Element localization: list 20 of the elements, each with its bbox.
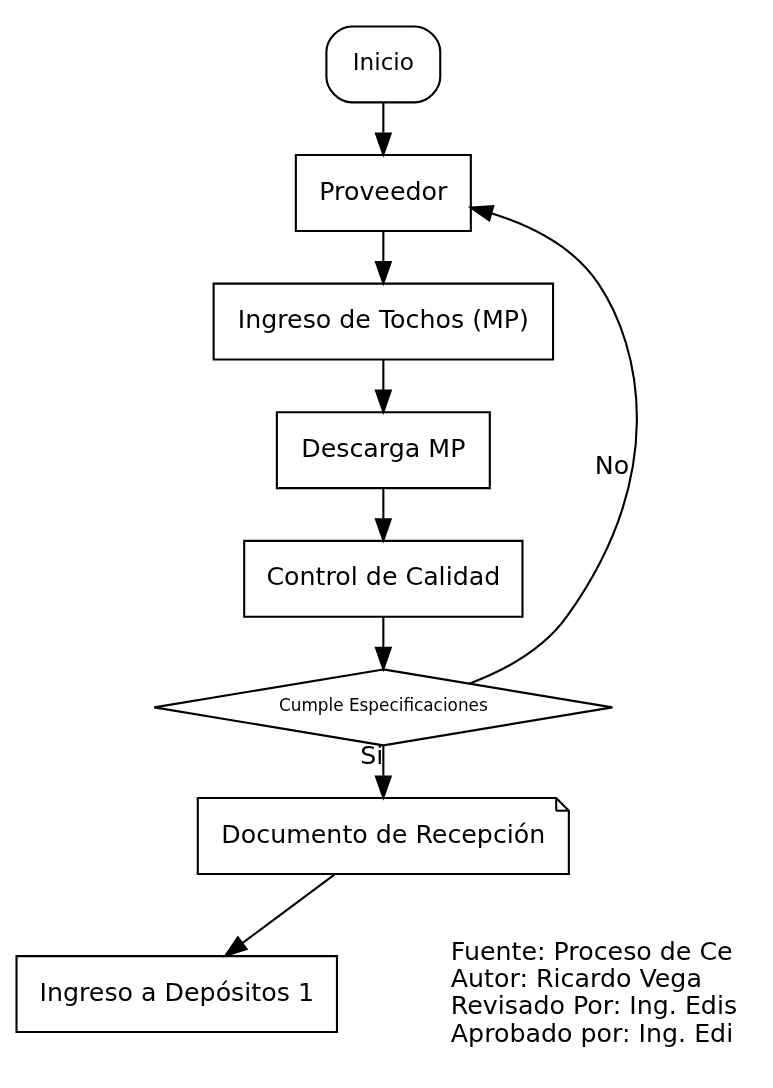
label: Aprobado por: Ing. Edi (450, 1018, 734, 1048)
node-box: Proveedor (294, 153, 472, 232)
arrow (374, 745, 393, 801)
arrow (467, 205, 638, 685)
arrow (374, 231, 393, 287)
arrow (374, 359, 393, 415)
node-box: Control de Calidad (243, 539, 524, 618)
node-box: Descarga MP (275, 411, 491, 490)
edge-label: No (594, 450, 630, 480)
arrow (374, 102, 393, 158)
label: Revisado Por: Ing. Edis (450, 991, 738, 1021)
node-box: Ingreso a Depósitos 1 (15, 955, 338, 1034)
node-diamond: Cumple Especificaciones (153, 668, 614, 747)
arrow (374, 616, 393, 673)
label: Autor: Ricardo Vega (450, 963, 702, 993)
arrow (374, 488, 393, 544)
label: Fuente: Proceso de Ce (450, 936, 733, 966)
node-box: Ingreso de Tochos (MP) (212, 282, 555, 361)
arrow (222, 873, 335, 958)
node-box: Inicio (325, 25, 442, 104)
